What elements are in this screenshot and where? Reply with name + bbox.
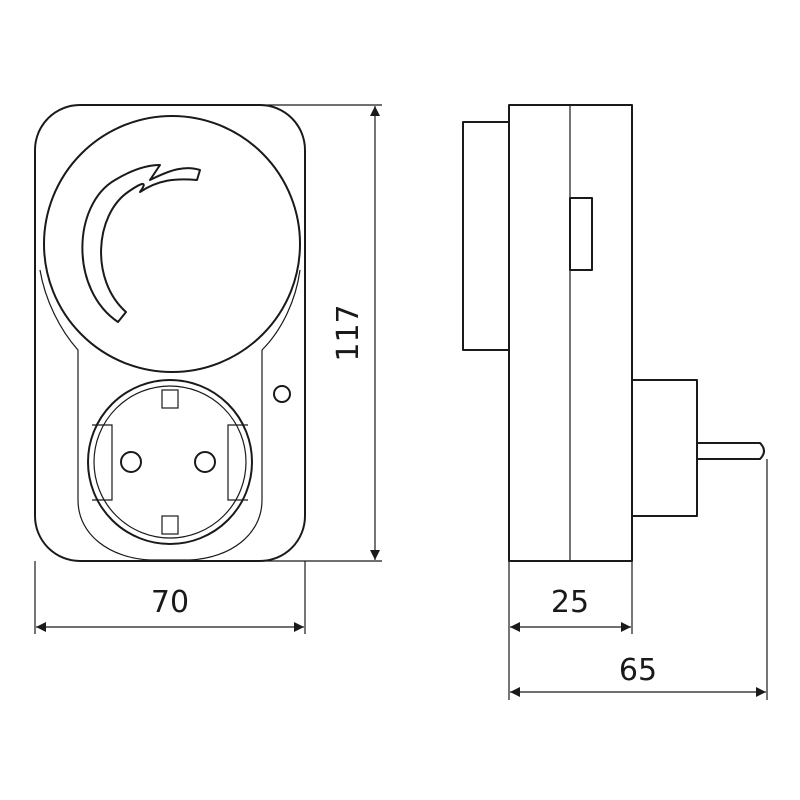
side-socket-protrusion bbox=[462, 121, 510, 351]
front-dimensions: 70 117 bbox=[34, 104, 382, 634]
socket-face bbox=[87, 379, 253, 545]
indicator-led bbox=[273, 385, 291, 403]
dial-arrow-indicator bbox=[81, 164, 201, 323]
body-depth-label: 25 bbox=[551, 585, 589, 620]
pin-hole-left bbox=[120, 451, 142, 473]
side-plug-prong bbox=[696, 442, 765, 460]
front-body-outline bbox=[34, 104, 306, 562]
pin-hole-right bbox=[194, 451, 216, 473]
socket-ridge-left bbox=[92, 424, 113, 501]
side-dimensions: 25 65 bbox=[508, 459, 768, 700]
height-label: 117 bbox=[331, 304, 366, 361]
socket-ridge-right bbox=[227, 424, 248, 501]
side-plug-housing bbox=[631, 379, 698, 517]
ground-clip-bottom bbox=[161, 515, 179, 535]
side-knob bbox=[569, 197, 593, 271]
socket-recess bbox=[93, 385, 247, 539]
dial-circle bbox=[43, 115, 301, 373]
ground-clip-top bbox=[161, 389, 179, 409]
front-inner-contour bbox=[39, 269, 301, 561]
side-view bbox=[462, 104, 765, 562]
front-view bbox=[34, 104, 306, 562]
width-label: 70 bbox=[151, 585, 189, 620]
total-depth-label: 65 bbox=[619, 653, 657, 688]
